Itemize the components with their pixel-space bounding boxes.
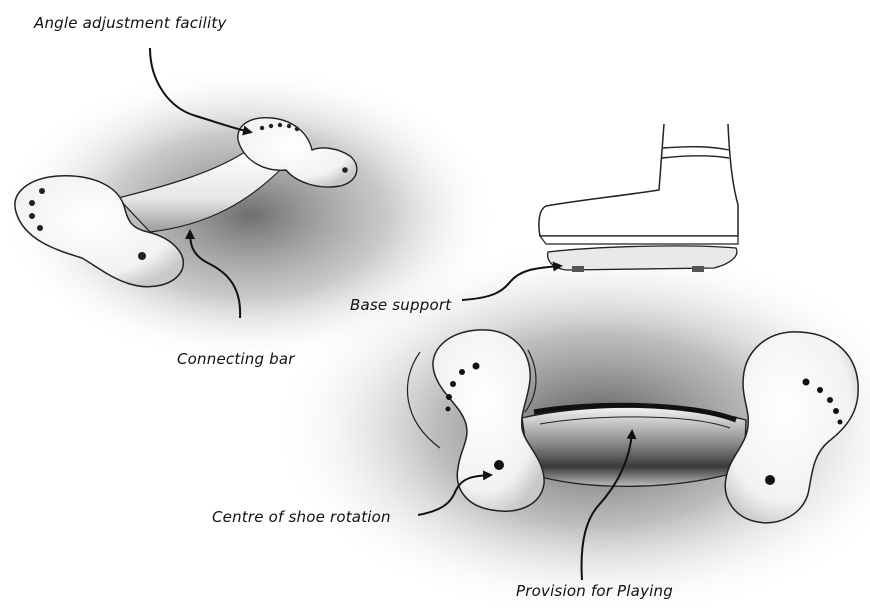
adjust-hole bbox=[295, 127, 299, 131]
base-foot bbox=[692, 266, 704, 272]
adjust-hole bbox=[833, 408, 839, 414]
label-centre-rotation: Centre of shoe rotation bbox=[212, 508, 391, 526]
adjust-hole bbox=[459, 369, 465, 375]
adjust-hole bbox=[827, 397, 833, 403]
adjust-hole bbox=[29, 213, 35, 219]
shoe-side-view bbox=[539, 124, 738, 272]
adjust-hole bbox=[39, 188, 45, 194]
adjust-hole bbox=[287, 124, 291, 128]
base-foot bbox=[572, 266, 584, 272]
adjust-hole bbox=[278, 123, 282, 127]
label-angle-adjustment: Angle adjustment facility bbox=[34, 14, 227, 32]
adjust-hole bbox=[473, 363, 480, 370]
adjust-hole bbox=[260, 126, 264, 130]
label-base-support: Base support bbox=[350, 296, 451, 314]
adjust-hole bbox=[450, 381, 456, 387]
label-provision-playing: Provision for Playing bbox=[516, 582, 673, 600]
pivot-hole bbox=[138, 252, 146, 260]
shoe-outline bbox=[539, 124, 738, 236]
adjust-hole bbox=[37, 225, 43, 231]
adjust-hole bbox=[803, 379, 810, 386]
adjust-hole bbox=[446, 394, 452, 400]
adjust-hole bbox=[29, 200, 35, 206]
label-connecting-bar: Connecting bar bbox=[177, 350, 295, 368]
adjust-hole bbox=[838, 420, 843, 425]
sole bbox=[540, 236, 738, 244]
playing-track bbox=[522, 407, 746, 486]
adjust-hole bbox=[446, 407, 451, 412]
pivot-hole bbox=[342, 167, 348, 173]
adjust-hole bbox=[269, 124, 273, 128]
rotation-centre-hole bbox=[494, 460, 504, 470]
rotation-centre-hole bbox=[765, 475, 775, 485]
adjust-hole bbox=[817, 387, 823, 393]
